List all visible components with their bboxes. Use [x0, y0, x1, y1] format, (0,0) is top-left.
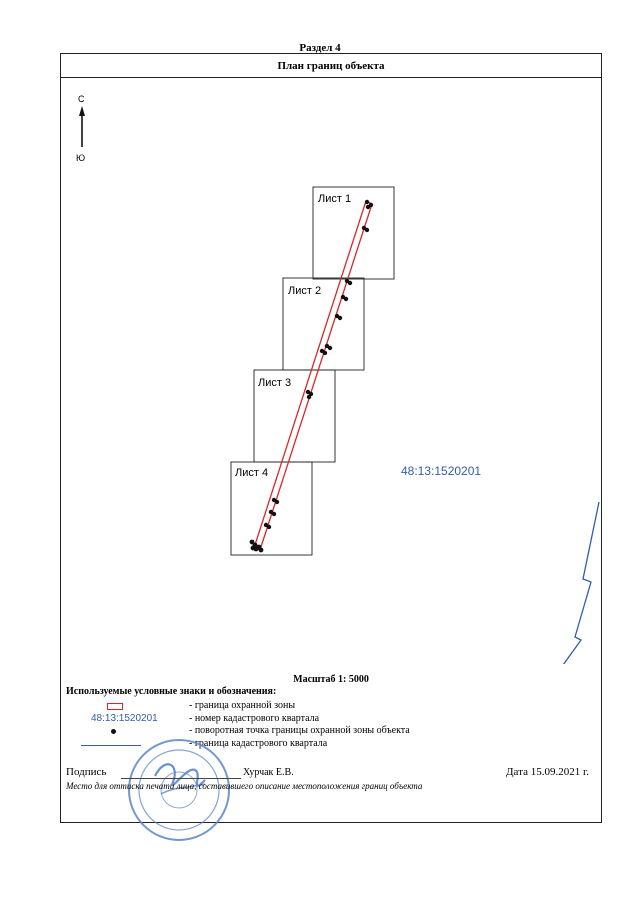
- signature-line: [121, 778, 241, 779]
- scale-label: Масштаб 1: 5000: [293, 674, 369, 685]
- sheet-frames: Лист 1 Лист 2 Лист 3 Лист 4: [230, 186, 395, 556]
- legend-item-boundary: - граница кадастрового квартала: [189, 738, 328, 749]
- compass-arrow-head: [79, 106, 85, 116]
- signer-name: Хурчак Е.В.: [243, 767, 294, 778]
- compass-north-label: С: [78, 94, 85, 104]
- compass: С Ю: [76, 94, 85, 163]
- sheet-label-3: Лист 3: [258, 377, 291, 389]
- turning-points: [249, 199, 374, 553]
- sheet-label-2: Лист 2: [288, 285, 321, 297]
- signature-date: Дата 15.09.2021 г.: [506, 766, 589, 778]
- sheet-frame-4: [230, 461, 313, 556]
- cadastral-boundary-line: [562, 501, 600, 664]
- cadastral-line-swatch: [81, 745, 141, 746]
- stamp-seal: [128, 739, 230, 841]
- stamp-place-note: Место для оттиска печати лица, составивш…: [66, 781, 423, 791]
- zone-border-swatch: [107, 703, 123, 710]
- plan-title: План границ объекта: [61, 54, 601, 78]
- signature-label: Подпись: [66, 766, 107, 778]
- sheet-label-1: Лист 1: [318, 193, 351, 205]
- sheet-label-4: Лист 4: [235, 467, 268, 479]
- compass-south-label: Ю: [76, 153, 85, 163]
- document-frame: План границ объекта С Ю Лист 1 Лист 2 Ли…: [60, 53, 602, 841]
- legend-item-zone: - граница охранной зоны: [189, 700, 296, 711]
- turning-point-swatch: [111, 729, 116, 734]
- legend-title: Используемые условные знаки и обозначени…: [66, 686, 277, 697]
- sheet-frame-1: [312, 186, 395, 280]
- legend-sample-number: 48:13:1520201: [91, 713, 158, 724]
- map-canvas[interactable]: С Ю Лист 1 Лист 2 Лист 3 Лист 4: [61, 54, 601, 664]
- cadastral-number-label: 48:13:1520201: [401, 464, 481, 478]
- legend-item-number: - номер кадастрового квартала: [189, 713, 320, 724]
- section-title: Раздел 4: [299, 42, 341, 54]
- legend-item-point: - поворотная точка границы охранной зоны…: [189, 725, 410, 736]
